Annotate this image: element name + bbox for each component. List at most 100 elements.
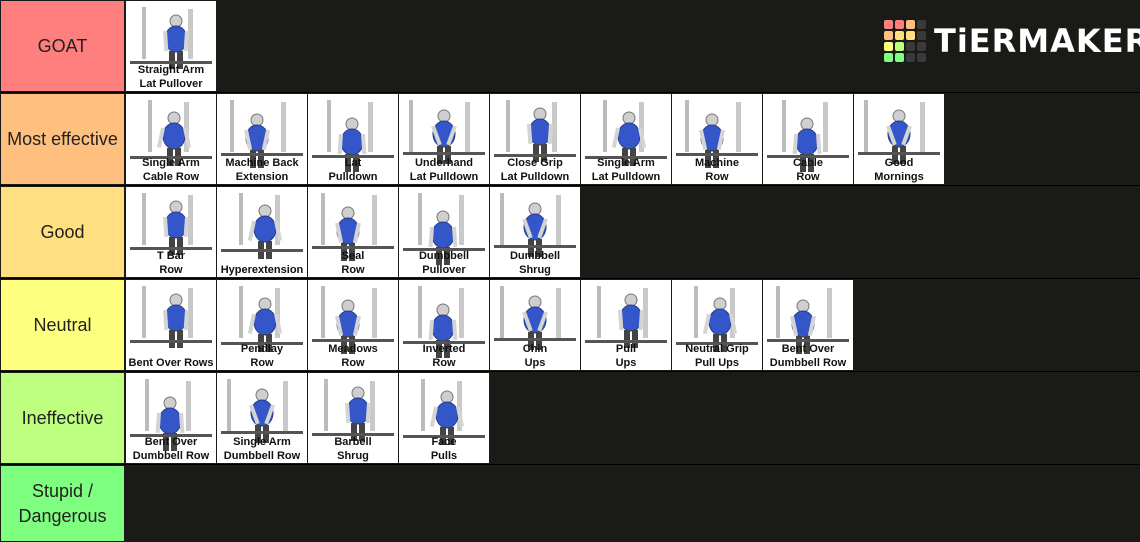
caption-line: Single Arm [142,157,200,169]
exercise-illustration-icon [585,286,667,348]
tier-item-card[interactable]: Hyperextension [217,187,307,277]
exercise-illustration-icon [494,193,576,257]
tier-label[interactable]: Most effective [1,94,124,184]
caption-line: Lat Pulldown [409,171,479,183]
caption-line: Straight Arm [137,64,205,76]
caption-line: Pulldown [328,171,378,183]
exercise-illustration-icon [403,100,485,164]
logo-grid-cell [895,31,904,40]
exercise-illustration-icon [221,100,303,168]
caption-line: T Bar [156,250,186,262]
exercise-illustration-icon [767,100,849,172]
caption-line: Cable [793,157,823,169]
caption-line: Pendlay [240,343,284,355]
logo-grid-cell [906,31,915,40]
tier-label[interactable]: Neutral [1,280,124,370]
exercise-illustration-icon [312,193,394,261]
tier-row: Stupid / Dangerous [0,465,1140,542]
caption-line: Hyperextension [220,264,304,276]
tiermaker-logo-grid-icon [884,20,926,62]
caption-line: Extension [235,171,289,183]
tier-item-card[interactable]: Bent Over Rows [126,280,216,370]
logo-grid-cell [906,53,915,62]
exercise-illustration-icon [403,286,485,358]
caption-line: Shrug [519,264,551,276]
tier-label[interactable]: Ineffective [1,373,124,463]
tier-label[interactable]: GOAT [1,1,124,91]
caption-line: Lat [344,157,362,169]
logo-grid-cell [884,31,893,40]
caption-line: Row [159,264,183,276]
exercise-illustration-icon [312,379,394,441]
exercise-illustration-icon [221,286,303,352]
tiermaker-logo-text: TiERMAKER [934,22,1140,60]
caption-line: Bent Over Rows [128,357,214,369]
tier-label[interactable]: Stupid / Dangerous [1,466,124,541]
exercise-illustration-icon [130,7,212,69]
caption-line: Ups [524,357,546,369]
exercise-illustration-icon [130,100,212,166]
caption-line: Row [341,264,365,276]
caption-line: Lat Pullover [139,78,203,90]
caption-line: Shrug [337,450,369,462]
logo-grid-cell [917,42,926,51]
logo-grid-cell [884,20,893,29]
tier-label[interactable]: Good [1,187,124,277]
logo-grid-cell [917,31,926,40]
caption-line: Row [432,357,456,369]
exercise-illustration-icon [403,193,485,265]
exercise-illustration-icon [858,100,940,164]
caption-line: Underhand [414,157,474,169]
logo-grid-cell [906,20,915,29]
exercise-illustration-icon [130,193,212,255]
caption-line: Row [341,357,365,369]
exercise-illustration-icon [767,286,849,354]
exercise-illustration-icon [130,379,212,451]
